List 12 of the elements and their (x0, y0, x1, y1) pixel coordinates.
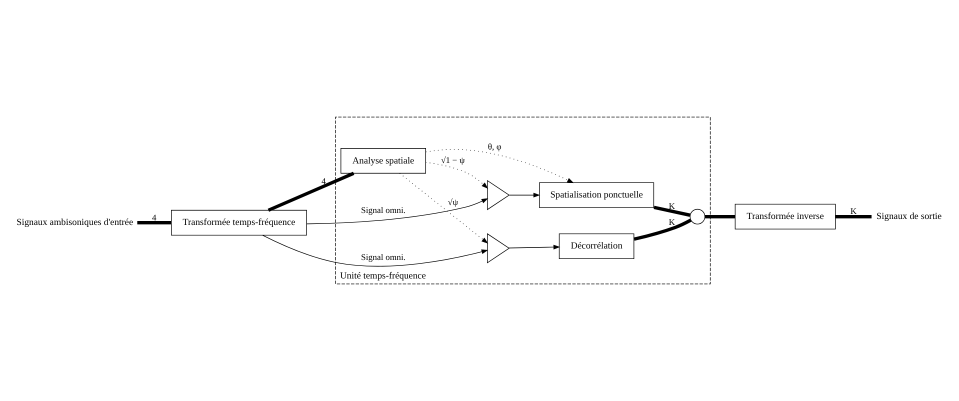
edge-label: K (668, 216, 676, 227)
edge-label: 4 (152, 212, 156, 222)
edge-label: Signal omni. (360, 252, 406, 262)
node-text: Signaux ambisoniques d'entrée (16, 218, 134, 228)
edge-label: K (668, 200, 676, 211)
edge-label: K (850, 206, 857, 216)
edge-label: 4 (322, 176, 326, 186)
edge-label: √ψ (448, 196, 458, 207)
node-text: Signaux de sortie (876, 212, 942, 222)
edge-label: √1 − ψ (440, 155, 465, 166)
edge-label: θ, φ (488, 142, 502, 152)
edge-label: Signal omni. (360, 204, 406, 215)
